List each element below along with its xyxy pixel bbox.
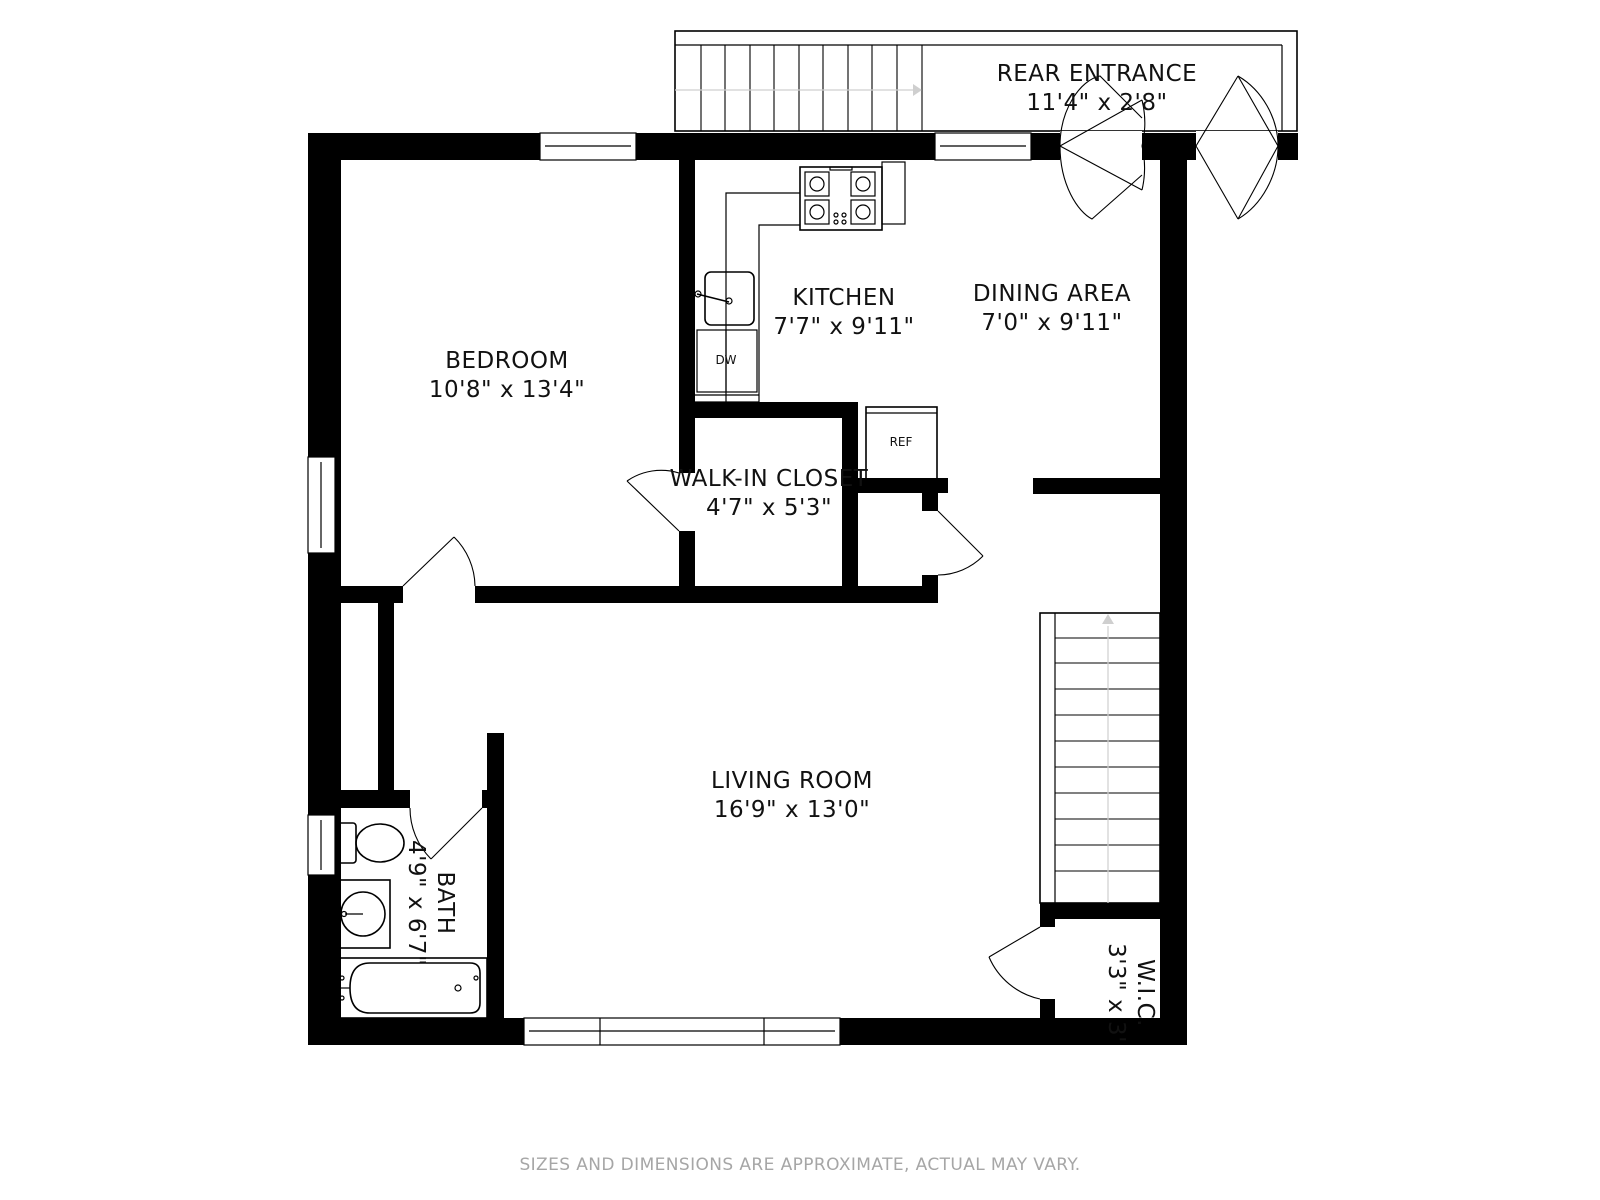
stove-icon — [799, 161, 906, 231]
rear-entrance-name: REAR ENTRANCE — [997, 61, 1197, 87]
door-swing-icon — [402, 75, 1279, 1000]
rear-entrance-deck — [674, 30, 1298, 132]
refrigerator: REF — [865, 406, 938, 480]
disclaimer-text: SIZES AND DIMENSIONS ARE APPROXIMATE, AC… — [519, 1155, 1081, 1175]
bath-name: BATH — [432, 871, 458, 934]
dishwasher: DW — [696, 329, 758, 393]
living-room-dims: 16'9" x 13'0" — [714, 797, 870, 823]
room-label-rear-entrance: REAR ENTRANCE 11'4" x 2'8" — [997, 61, 1197, 116]
dining-area-dims: 7'0" x 9'11" — [981, 310, 1122, 336]
kitchen-dims: 7'7" x 9'11" — [773, 314, 914, 340]
rear-entrance-dims: 11'4" x 2'8" — [1026, 90, 1167, 116]
room-label-bath: BATH 4'9" x 6'7" — [403, 840, 458, 966]
kitchen-name: KITCHEN — [792, 285, 895, 311]
room-label-dining-area: DINING AREA 7'0" x 9'11" — [973, 281, 1131, 336]
bath-dims: 4'9" x 6'7" — [403, 840, 429, 966]
bedroom-dims: 10'8" x 13'4" — [429, 377, 585, 403]
wic-dims: 3'3" x 3' — [1103, 943, 1129, 1043]
living-room-name: LIVING ROOM — [711, 768, 873, 794]
bedroom-closet — [378, 628, 389, 770]
bedroom-name: BEDROOM — [445, 348, 569, 374]
room-label-kitchen: KITCHEN 7'7" x 9'11" — [773, 285, 914, 340]
refrigerator-label: REF — [890, 435, 913, 449]
walk-in-closet-name: WALK-IN CLOSET — [670, 466, 869, 492]
dishwasher-label: DW — [715, 353, 736, 367]
bathtub-icon — [334, 957, 488, 1019]
room-label-living-room: LIVING ROOM 16'9" x 13'0" — [711, 768, 873, 823]
dining-area-name: DINING AREA — [973, 281, 1131, 307]
room-label-wic: W.I.C. 3'3" x 3' — [1103, 943, 1158, 1043]
door-openings — [394, 131, 1278, 999]
rear-stairs-icon — [675, 45, 923, 131]
toilet-icon — [337, 822, 405, 864]
window-icon — [307, 132, 1032, 1046]
room-label-bedroom: BEDROOM 10'8" x 13'4" — [429, 348, 585, 403]
room-label-walk-in-closet: WALK-IN CLOSET 4'7" x 5'3" — [670, 466, 869, 521]
stairs-icon — [1039, 612, 1161, 904]
walk-in-closet-dims: 4'7" x 5'3" — [706, 495, 832, 521]
wic-name: W.I.C. — [1132, 959, 1158, 1027]
bathroom-sink-icon — [334, 879, 391, 949]
sink-icon — [694, 271, 755, 326]
